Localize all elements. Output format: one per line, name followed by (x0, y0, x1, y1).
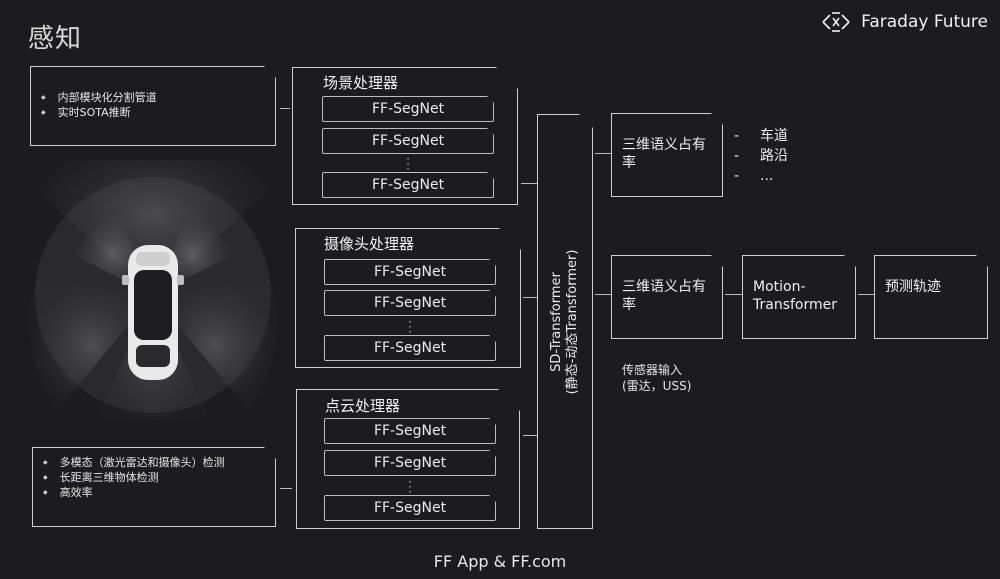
list-item: -... (734, 168, 774, 184)
camera-processor-panel: 摄像头处理器 FF-SegNet FF-SegNet ··· FF-SegNet (295, 228, 521, 368)
processor-label: 场景处理器 (323, 74, 399, 92)
motion-line1: Motion- (753, 279, 806, 295)
ff-logo-icon (822, 12, 850, 32)
connector (725, 294, 742, 295)
feature-box-bottom: 多模态（激光雷达和摄像头）检测 长距离三维物体检测 高效率 (32, 447, 276, 527)
motion-line2: Transformer (753, 297, 838, 313)
connector (595, 294, 611, 295)
segnet-box: FF-SegNet (324, 259, 496, 285)
feature-list-bottom: 多模态（激光雷达和摄像头）检测 长距离三维物体检测 高效率 (43, 456, 225, 501)
list-item: 长距离三维物体检测 (43, 471, 225, 486)
occupancy-box-bottom: 三维语义占有 率 (611, 255, 723, 339)
list-item: 高效率 (43, 486, 225, 501)
ellipsis-dots: ··· (406, 152, 410, 176)
occupancy-output-list: -车道 -路沿 -... (734, 126, 788, 186)
sd-transformer-line2: (静态-动态Transformer) (565, 249, 580, 394)
ellipsis-dots: ··· (408, 475, 412, 499)
car-sensor-illustration (28, 160, 278, 420)
segnet-box: FF-SegNet (324, 450, 496, 476)
list-item: 实时SOTA推断 (41, 106, 157, 121)
pointcloud-processor-panel: 点云处理器 FF-SegNet FF-SegNet ··· FF-SegNet (296, 389, 520, 529)
feature-box-top: 内部模块化分割管道 实时SOTA推断 (30, 66, 276, 146)
list-item: -路沿 (734, 148, 788, 164)
occupancy-line1: 三维语义占有 (622, 137, 706, 153)
occupancy-line1: 三维语义占有 (622, 279, 706, 295)
trajectory-box: 预测轨迹 (874, 255, 988, 339)
segnet-box: FF-SegNet (324, 290, 496, 316)
segnet-box: FF-SegNet (324, 495, 496, 521)
brand: Faraday Future (821, 10, 988, 34)
connector (521, 183, 537, 184)
page-title: 感知 (28, 24, 83, 54)
segnet-box: FF-SegNet (324, 418, 496, 444)
footer-text: FF App & FF.com (433, 552, 567, 571)
connector (523, 297, 537, 298)
ellipsis-dots: ··· (408, 315, 412, 339)
scene-processor-panel: 场景处理器 FF-SegNet FF-SegNet ··· FF-SegNet (292, 67, 518, 205)
sensor-input-line2: (雷达，USS) (622, 379, 692, 393)
sd-transformer-box: SD-Transformer (静态-动态Transformer) (537, 114, 593, 529)
sd-transformer-label: SD-Transformer (静态-动态Transformer) (549, 249, 581, 394)
segnet-box: FF-SegNet (324, 335, 496, 361)
connector (280, 108, 290, 109)
motion-transformer-box: Motion- Transformer (742, 255, 856, 339)
list-item: -车道 (734, 128, 788, 144)
trajectory-label: 预测轨迹 (885, 279, 941, 295)
connector (858, 294, 874, 295)
sensor-input-line1: 传感器输入 (622, 363, 683, 377)
occupancy-box-top: 三维语义占有 率 (611, 113, 723, 197)
processor-label: 摄像头处理器 (324, 235, 415, 253)
connector (595, 153, 611, 154)
feature-list-top: 内部模块化分割管道 实时SOTA推断 (41, 91, 157, 121)
list-item: 多模态（激光雷达和摄像头）检测 (43, 456, 225, 471)
connector (523, 435, 537, 436)
sd-transformer-line1: SD-Transformer (549, 271, 564, 372)
motion-transformer-label: Motion- Transformer (753, 278, 837, 314)
segnet-box: FF-SegNet (322, 128, 494, 154)
occupancy-label: 三维语义占有 率 (622, 278, 706, 314)
segnet-box: FF-SegNet (322, 96, 494, 122)
processor-label: 点云处理器 (325, 397, 401, 415)
occupancy-label: 三维语义占有 率 (622, 136, 706, 172)
list-item: 内部模块化分割管道 (41, 91, 157, 106)
sensor-input-note: 传感器输入 (雷达，USS) (622, 362, 691, 394)
connector (280, 488, 292, 489)
occupancy-line2: 率 (622, 155, 636, 171)
brand-name: Faraday Future (861, 12, 988, 32)
segnet-box: FF-SegNet (322, 172, 494, 198)
occupancy-line2: 率 (622, 297, 636, 313)
